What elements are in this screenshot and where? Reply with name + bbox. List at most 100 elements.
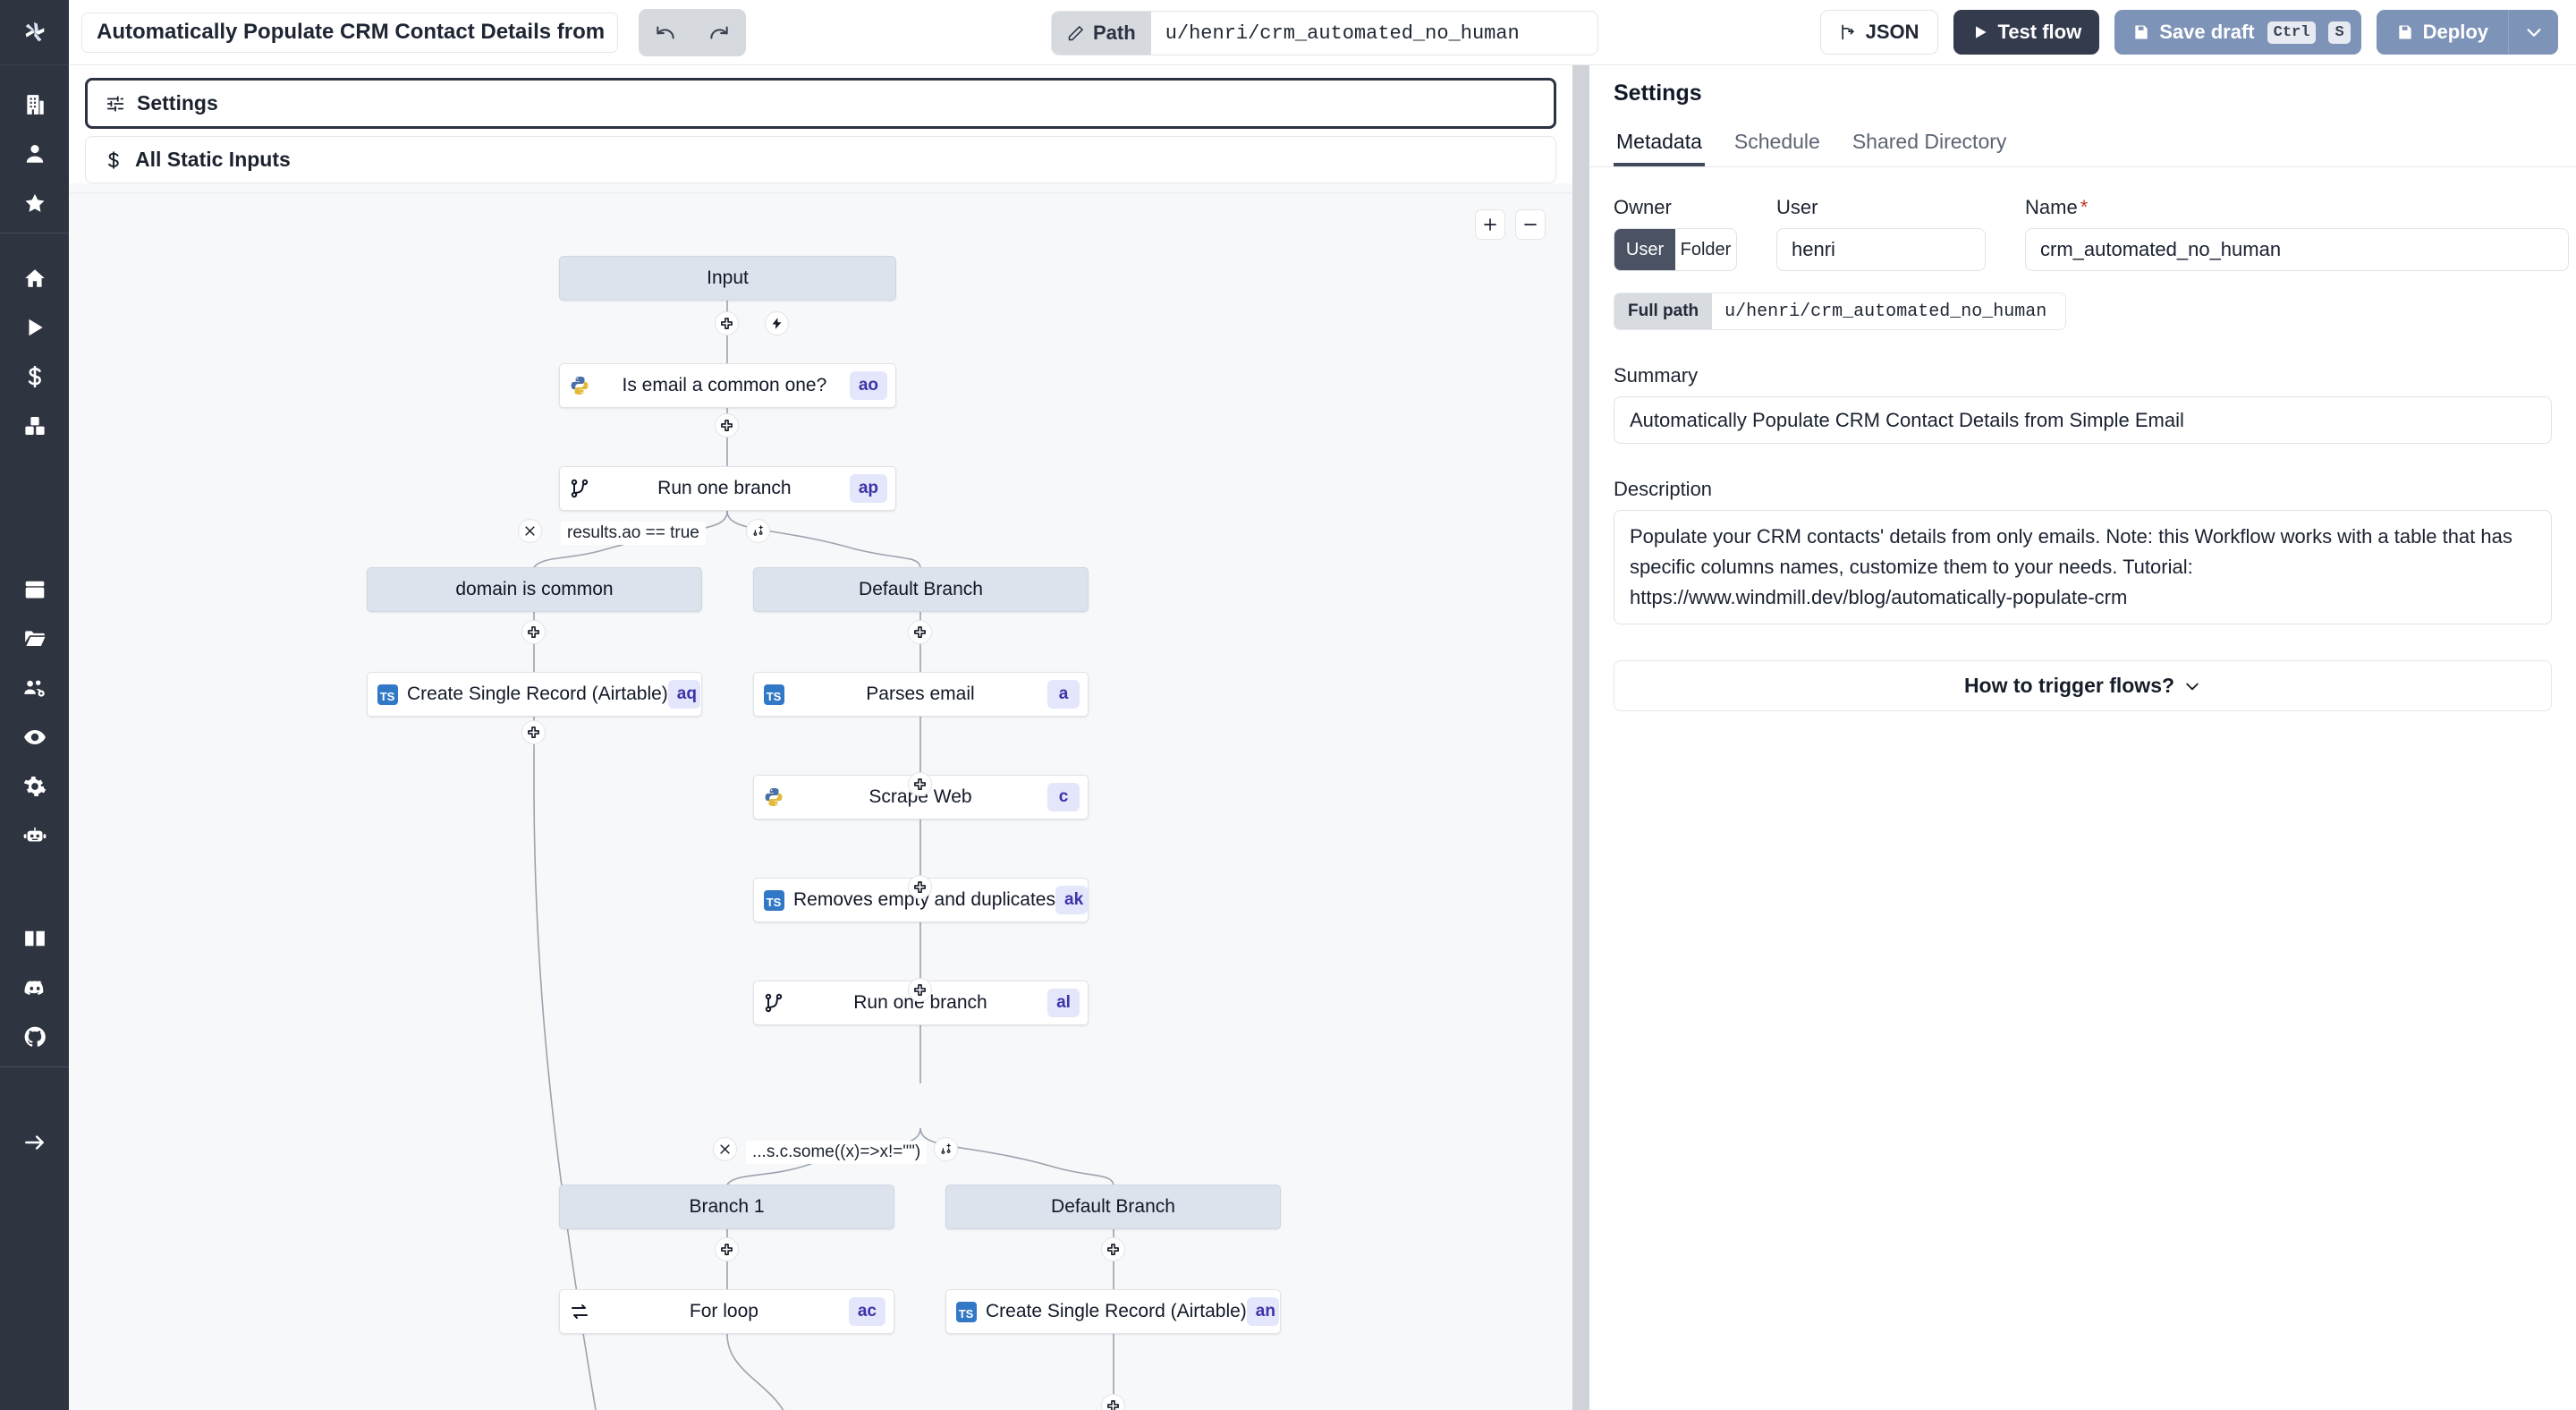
add-step-handle[interactable] (521, 720, 546, 744)
deploy-label: Deploy (2422, 21, 2488, 43)
add-step-handle[interactable] (908, 772, 932, 796)
flow-node-run-one-branch-ap[interactable]: Run one branch ap (559, 466, 896, 511)
top-actions: JSON Test flow Save draft Ctrl S Deploy (1819, 10, 2558, 55)
flow-node-create-single-record-an[interactable]: TS Create Single Record (Airtable) an (945, 1289, 1281, 1334)
sidebar-item-favorites[interactable] (0, 178, 69, 227)
undo-icon[interactable] (639, 9, 692, 56)
sidebar-item-schedules[interactable] (0, 565, 69, 614)
flow-editor: Settings All Static Inputs (69, 65, 1572, 1410)
flow-node-input[interactable]: Input (559, 256, 896, 301)
sidebar-item-resources[interactable] (0, 401, 69, 450)
how-to-trigger-flows-button[interactable]: How to trigger flows? (1614, 660, 2552, 712)
sidebar-item-user[interactable] (0, 129, 69, 178)
flow-canvas[interactable]: Input (69, 192, 1572, 1410)
add-branch-handle[interactable] (934, 1137, 958, 1161)
deploy-button[interactable]: Deploy (2377, 10, 2508, 55)
static-inputs-accordion[interactable]: All Static Inputs (85, 136, 1556, 183)
summary-input[interactable]: Automatically Populate CRM Contact Detai… (1614, 396, 2552, 444)
add-step-handle[interactable] (1101, 1394, 1125, 1410)
remove-branch-handle[interactable] (518, 519, 542, 543)
owner-segmented-control[interactable]: User Folder (1614, 228, 1737, 271)
path-field[interactable]: Path u/henri/crm_automated_no_human (1051, 11, 1598, 55)
tab-metadata[interactable]: Metadata (1614, 121, 1705, 166)
windmill-logo-icon[interactable] (0, 0, 69, 65)
redo-icon[interactable] (692, 9, 746, 56)
chevron-down-icon[interactable] (2508, 10, 2558, 55)
typescript-icon: TS (754, 889, 793, 911)
flow-node-label: Create Single Record (Airtable) (407, 684, 668, 704)
flow-node-default-branch-2[interactable]: Default Branch (945, 1185, 1281, 1229)
flow-node-label: Removes empty and duplicates (793, 889, 1055, 910)
zoom-in-button[interactable] (1475, 209, 1505, 240)
user-label: User (1776, 196, 1818, 218)
flow-node-label: Branch 1 (689, 1196, 765, 1217)
path-label-group: Path (1052, 12, 1151, 55)
add-step-handle[interactable] (715, 311, 739, 336)
panel-splitter[interactable] (1572, 65, 1589, 1410)
sidebar-item-groups[interactable] (0, 663, 69, 712)
branch-condition-label: results.ao == true (561, 522, 706, 545)
description-textarea[interactable]: Populate your CRM contacts' details from… (1614, 510, 2552, 625)
save-draft-button[interactable]: Save draft Ctrl S (2114, 10, 2361, 55)
flow-node-domain-is-common[interactable]: domain is common (367, 567, 702, 612)
flow-node-removes-empty-duplicates[interactable]: TS Removes empty and duplicates ak (753, 878, 1089, 922)
sidebar-item-audit-logs[interactable] (0, 712, 69, 761)
add-step-handle[interactable] (715, 1237, 739, 1261)
flow-title-input[interactable]: Automatically Populate CRM Contact Detai… (81, 12, 618, 53)
flow-node-is-email-common[interactable]: Is email a common one? ao (559, 363, 896, 408)
tab-schedule[interactable]: Schedule (1733, 130, 1820, 153)
sidebar-divider-1 (0, 233, 69, 234)
path-value[interactable]: u/henri/crm_automated_no_human (1165, 21, 1520, 45)
flow-node-default-branch-1[interactable]: Default Branch (753, 567, 1089, 612)
settings-accordion[interactable]: Settings (85, 78, 1556, 129)
sidebar-item-docs[interactable] (0, 913, 69, 963)
play-icon (1975, 26, 1987, 38)
sidebar-item-workspace[interactable] (0, 80, 69, 129)
flow-node-badge: an (1246, 1297, 1279, 1326)
sidebar-item-home[interactable] (0, 253, 69, 302)
sidebar-item-workers[interactable] (0, 811, 69, 860)
flow-node-branch-1[interactable]: Branch 1 (559, 1185, 894, 1229)
owner-option-user[interactable]: User (1614, 229, 1675, 270)
flow-node-label: For loop (689, 1301, 758, 1321)
sidebar-item-settings[interactable] (0, 761, 69, 811)
name-input[interactable]: crm_automated_no_human (2025, 228, 2569, 271)
sidebar-item-discord[interactable] (0, 963, 69, 1012)
add-step-handle[interactable] (521, 620, 546, 644)
flow-node-badge: ap (849, 474, 887, 503)
remove-branch-handle[interactable] (713, 1137, 737, 1161)
settings-accordion-label: Settings (137, 91, 218, 115)
zoom-out-button[interactable] (1515, 209, 1546, 240)
tab-shared-directory[interactable]: Shared Directory (1852, 130, 2007, 153)
owner-option-folder[interactable]: Folder (1680, 239, 1732, 259)
add-step-handle[interactable] (1101, 1237, 1125, 1261)
flow-node-label: Run one branch (853, 992, 987, 1013)
add-branch-handle[interactable] (746, 519, 770, 543)
required-marker: * (2080, 196, 2089, 218)
flow-node-label: Default Branch (1051, 1196, 1175, 1217)
flow-node-create-single-record-aq[interactable]: TS Create Single Record (Airtable) aq (367, 672, 702, 717)
add-step-handle[interactable] (908, 620, 932, 644)
owner-row: Owner User Folder User henri (1614, 196, 2569, 271)
sidebar-item-runs[interactable] (0, 302, 69, 352)
flow-node-badge: a (1047, 680, 1080, 709)
flow-node-label: Create Single Record (Airtable) (986, 1301, 1247, 1321)
add-step-handle[interactable] (715, 413, 739, 437)
json-button[interactable]: JSON (1819, 10, 1938, 55)
pencil-icon (1068, 26, 1083, 41)
sidebar-item-expand[interactable] (0, 1117, 69, 1167)
python-icon (754, 786, 793, 808)
test-flow-button[interactable]: Test flow (1953, 10, 2100, 55)
add-step-handle[interactable] (908, 978, 932, 1002)
flow-node-for-loop[interactable]: For loop ac (559, 1289, 894, 1334)
flow-node-badge: c (1047, 783, 1080, 811)
sidebar-item-github[interactable] (0, 1012, 69, 1061)
trigger-handle[interactable] (765, 311, 789, 336)
sidebar-item-variables[interactable] (0, 352, 69, 401)
save-icon (2135, 25, 2148, 39)
user-input[interactable]: henri (1776, 228, 1986, 271)
sidebar-item-folders[interactable] (0, 614, 69, 663)
description-field: Description Populate your CRM contacts' … (1614, 478, 2552, 625)
add-step-handle[interactable] (908, 875, 932, 899)
flow-node-parses-email[interactable]: TS Parses email a (753, 672, 1089, 717)
